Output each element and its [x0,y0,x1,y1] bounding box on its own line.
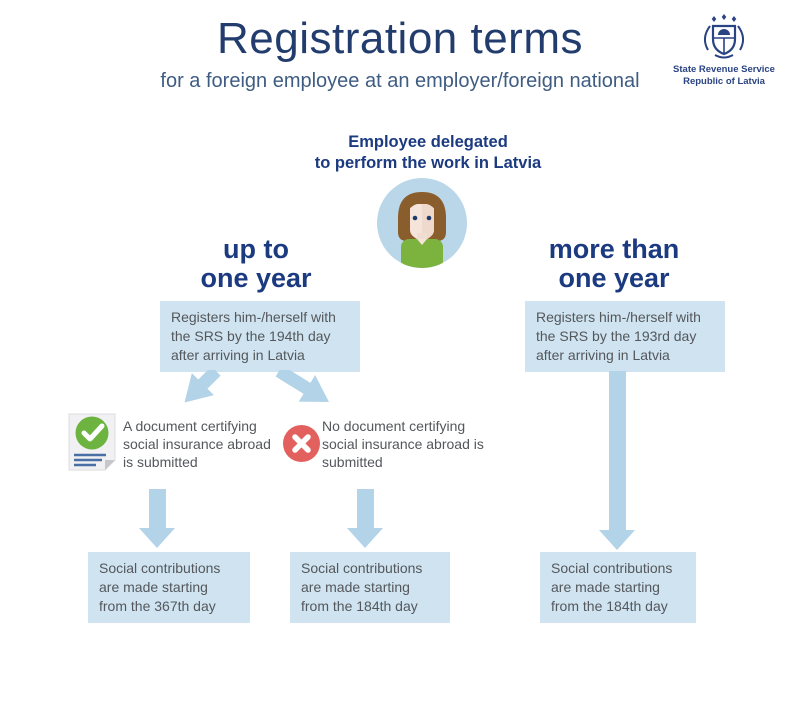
right-register-box: Registers him-/herself with the SRS by t… [525,301,725,372]
arrow-shaft [608,371,626,530]
root-node-label: Employee delegated to perform the work i… [228,132,628,173]
arrow-head [347,528,383,548]
page-subtitle: for a foreign employee at an employer/fo… [160,70,640,92]
arrow-head [139,528,175,548]
page-title: Registration terms [216,14,583,63]
srs-logo: State Revenue Service Republic of Latvia [660,14,788,88]
right-branch-heading: more than one year [508,235,720,293]
arrow-shaft [356,489,374,528]
down-arrow-right-branch [599,371,635,550]
latvia-coat-of-arms-icon [704,14,744,59]
root-label-line2: to perform the work in Latvia [314,153,542,172]
right-heading-line1: more than [548,234,680,264]
logo-org-name: State Revenue Service [673,64,775,75]
root-label-line1: Employee delegated [348,133,508,151]
logo-country: Republic of Latvia [683,75,765,87]
employee-avatar-icon [377,178,467,268]
right-heading-line2: one year [558,262,670,293]
result-box-184-right: Social contributions are made starting f… [540,552,696,623]
condition-no-document: No document certifying social insurance … [322,418,484,471]
cross-circle-icon [283,425,320,462]
left-heading-line2: one year [200,262,312,293]
left-register-box: Registers him-/herself with the SRS by t… [160,301,360,372]
result-box-367: Social contributions are made starting f… [88,552,250,623]
left-branch-heading: up to one year [150,235,362,293]
arrow-shaft [148,489,166,528]
down-arrow-outcome-2 [347,489,383,548]
result-box-184-left: Social contributions are made starting f… [290,552,450,623]
down-arrow-outcome-1 [139,489,175,548]
condition-document-submitted: A document certifying social insurance a… [123,418,271,471]
document-check-icon [68,413,116,471]
arrow-head [599,530,635,550]
left-heading-line1: up to [223,234,289,264]
split-arrows [184,370,329,403]
